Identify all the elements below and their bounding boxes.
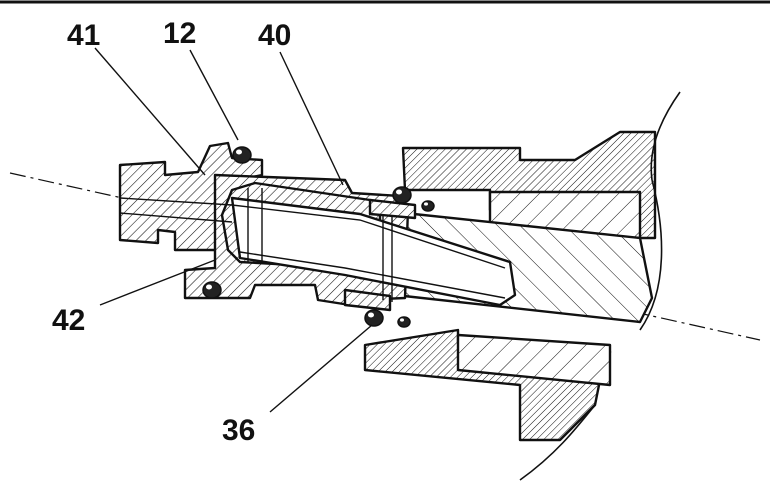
o-ring-lower-left xyxy=(202,281,222,299)
o-ring-small-upper xyxy=(421,200,435,212)
housing-bore-lower xyxy=(456,333,612,387)
leader-40 xyxy=(279,51,344,186)
leader-12 xyxy=(189,49,239,141)
o-ring-12 xyxy=(232,146,252,164)
bore-line-upper xyxy=(231,204,506,269)
leader-36 xyxy=(269,324,373,413)
label-40: 40 xyxy=(258,19,291,52)
housing-upper xyxy=(401,130,657,240)
o-ring-small-lower xyxy=(397,316,411,328)
label-41: 41 xyxy=(67,19,100,52)
nipple-bore xyxy=(119,197,233,223)
label-36: 36 xyxy=(222,414,255,447)
break-line-bottom xyxy=(519,404,596,481)
leader-42 xyxy=(99,259,216,306)
label-12: 12 xyxy=(163,17,196,50)
taper-bore xyxy=(230,196,517,307)
break-line-right xyxy=(639,179,663,331)
sleeve-end-lines xyxy=(382,215,393,302)
break-line-top xyxy=(650,91,681,181)
leader-41 xyxy=(94,47,206,176)
collet-slit xyxy=(247,188,263,262)
label-42: 42 xyxy=(52,304,85,337)
retainer-ring xyxy=(368,198,417,220)
o-ring-upper-housing xyxy=(392,186,412,204)
o-ring-36 xyxy=(364,309,384,327)
bore-line-lower xyxy=(239,251,506,299)
retainer-ring-lower xyxy=(343,288,392,312)
